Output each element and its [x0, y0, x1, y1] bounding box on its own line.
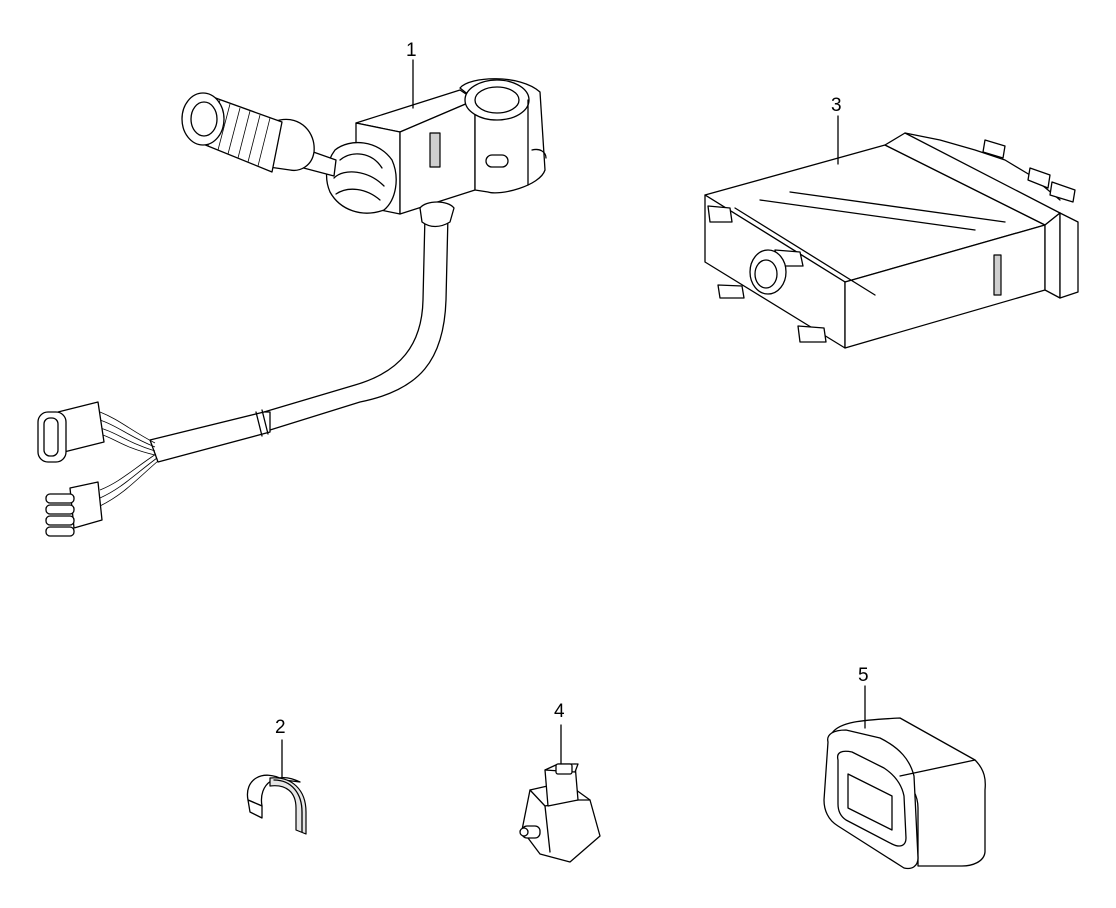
- part-3-control-unit: 3: [704, 95, 1079, 349]
- part-1-stalk-lever: [181, 92, 397, 214]
- callout-3: 3: [831, 95, 842, 116]
- callout-1: 1: [406, 40, 417, 61]
- part-1-cable: [37, 214, 449, 537]
- part-1-combination-switch: 1: [37, 40, 547, 537]
- part-4-sensor: 4: [519, 701, 601, 863]
- part-5-cap: 5: [823, 665, 986, 870]
- part-2-clip: 2: [246, 717, 307, 835]
- callout-5: 5: [858, 665, 869, 686]
- callout-2: 2: [275, 717, 286, 738]
- callout-4: 4: [554, 701, 565, 722]
